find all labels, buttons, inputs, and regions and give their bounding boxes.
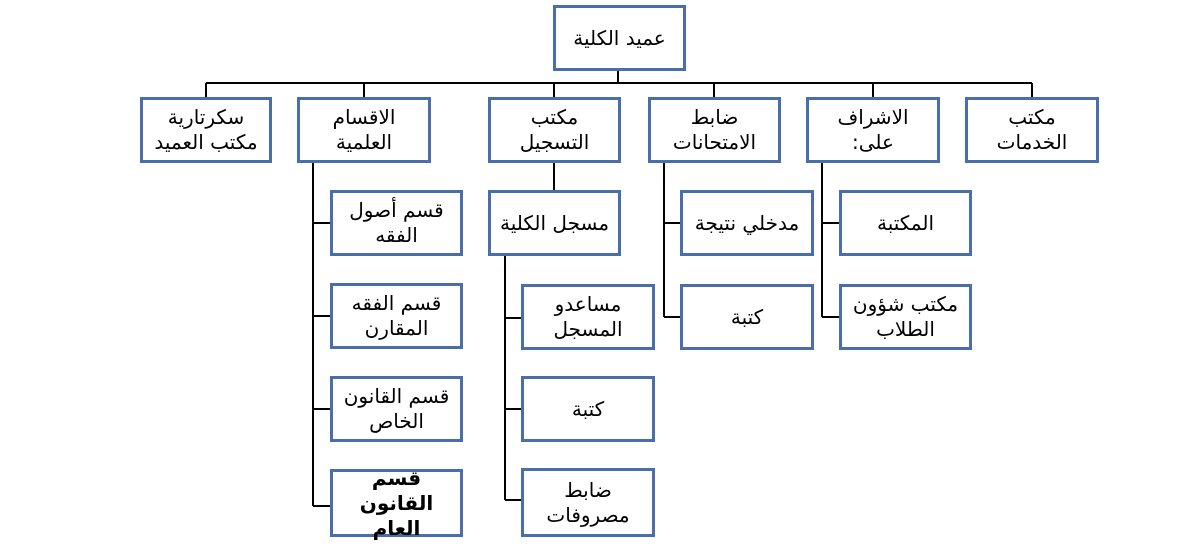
student-affairs-box: مكتب شؤون الطلاب xyxy=(839,284,972,350)
exams-staff-box: كتبة xyxy=(680,284,814,350)
library-box: المكتبة xyxy=(839,190,972,256)
dean-box: عميد الكلية xyxy=(553,5,686,71)
registration-office-box: مكتب التسجيل xyxy=(488,97,621,163)
registration-staff-box: مساعدو المسجل xyxy=(521,284,655,350)
exams-officer-box: ضابط الامتحانات xyxy=(648,97,781,163)
college-registrar-box: مسجل الكلية xyxy=(488,190,621,256)
exams-staff-box: مدخلي نتيجة xyxy=(680,190,814,256)
academic-dept-box: قسم القانون العام xyxy=(330,466,463,540)
secretary-box: سكرتارية مكتب العميد xyxy=(140,97,272,163)
academic-dept-box: قسم أصول الفقه xyxy=(330,190,463,256)
academic-departments-box: الاقسام العلمية xyxy=(297,97,431,163)
registration-staff-box: كتبة xyxy=(521,376,655,442)
supervision-box: الاشراف على: xyxy=(806,97,940,163)
registration-staff-box: ضابط مصروفات xyxy=(521,468,655,537)
academic-dept-box: قسم القانون الخاص xyxy=(330,376,463,442)
academic-dept-box: قسم الفقه المقارن xyxy=(330,283,463,349)
services-office-box: مكتب الخدمات xyxy=(965,97,1099,163)
